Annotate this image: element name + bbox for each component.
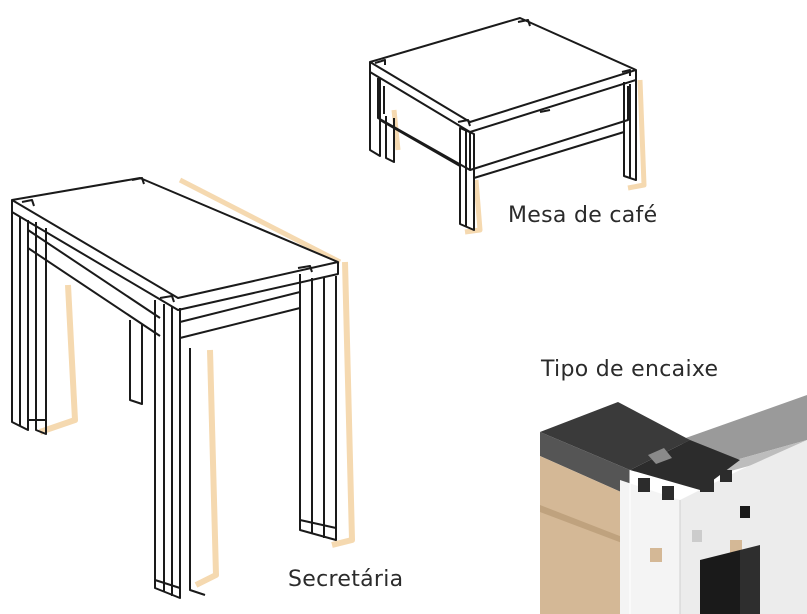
- desk-label: Secretária: [288, 567, 404, 592]
- coffee-table-label: Mesa de café: [508, 203, 658, 228]
- joint-type-label: Tipo de encaixe: [541, 357, 719, 382]
